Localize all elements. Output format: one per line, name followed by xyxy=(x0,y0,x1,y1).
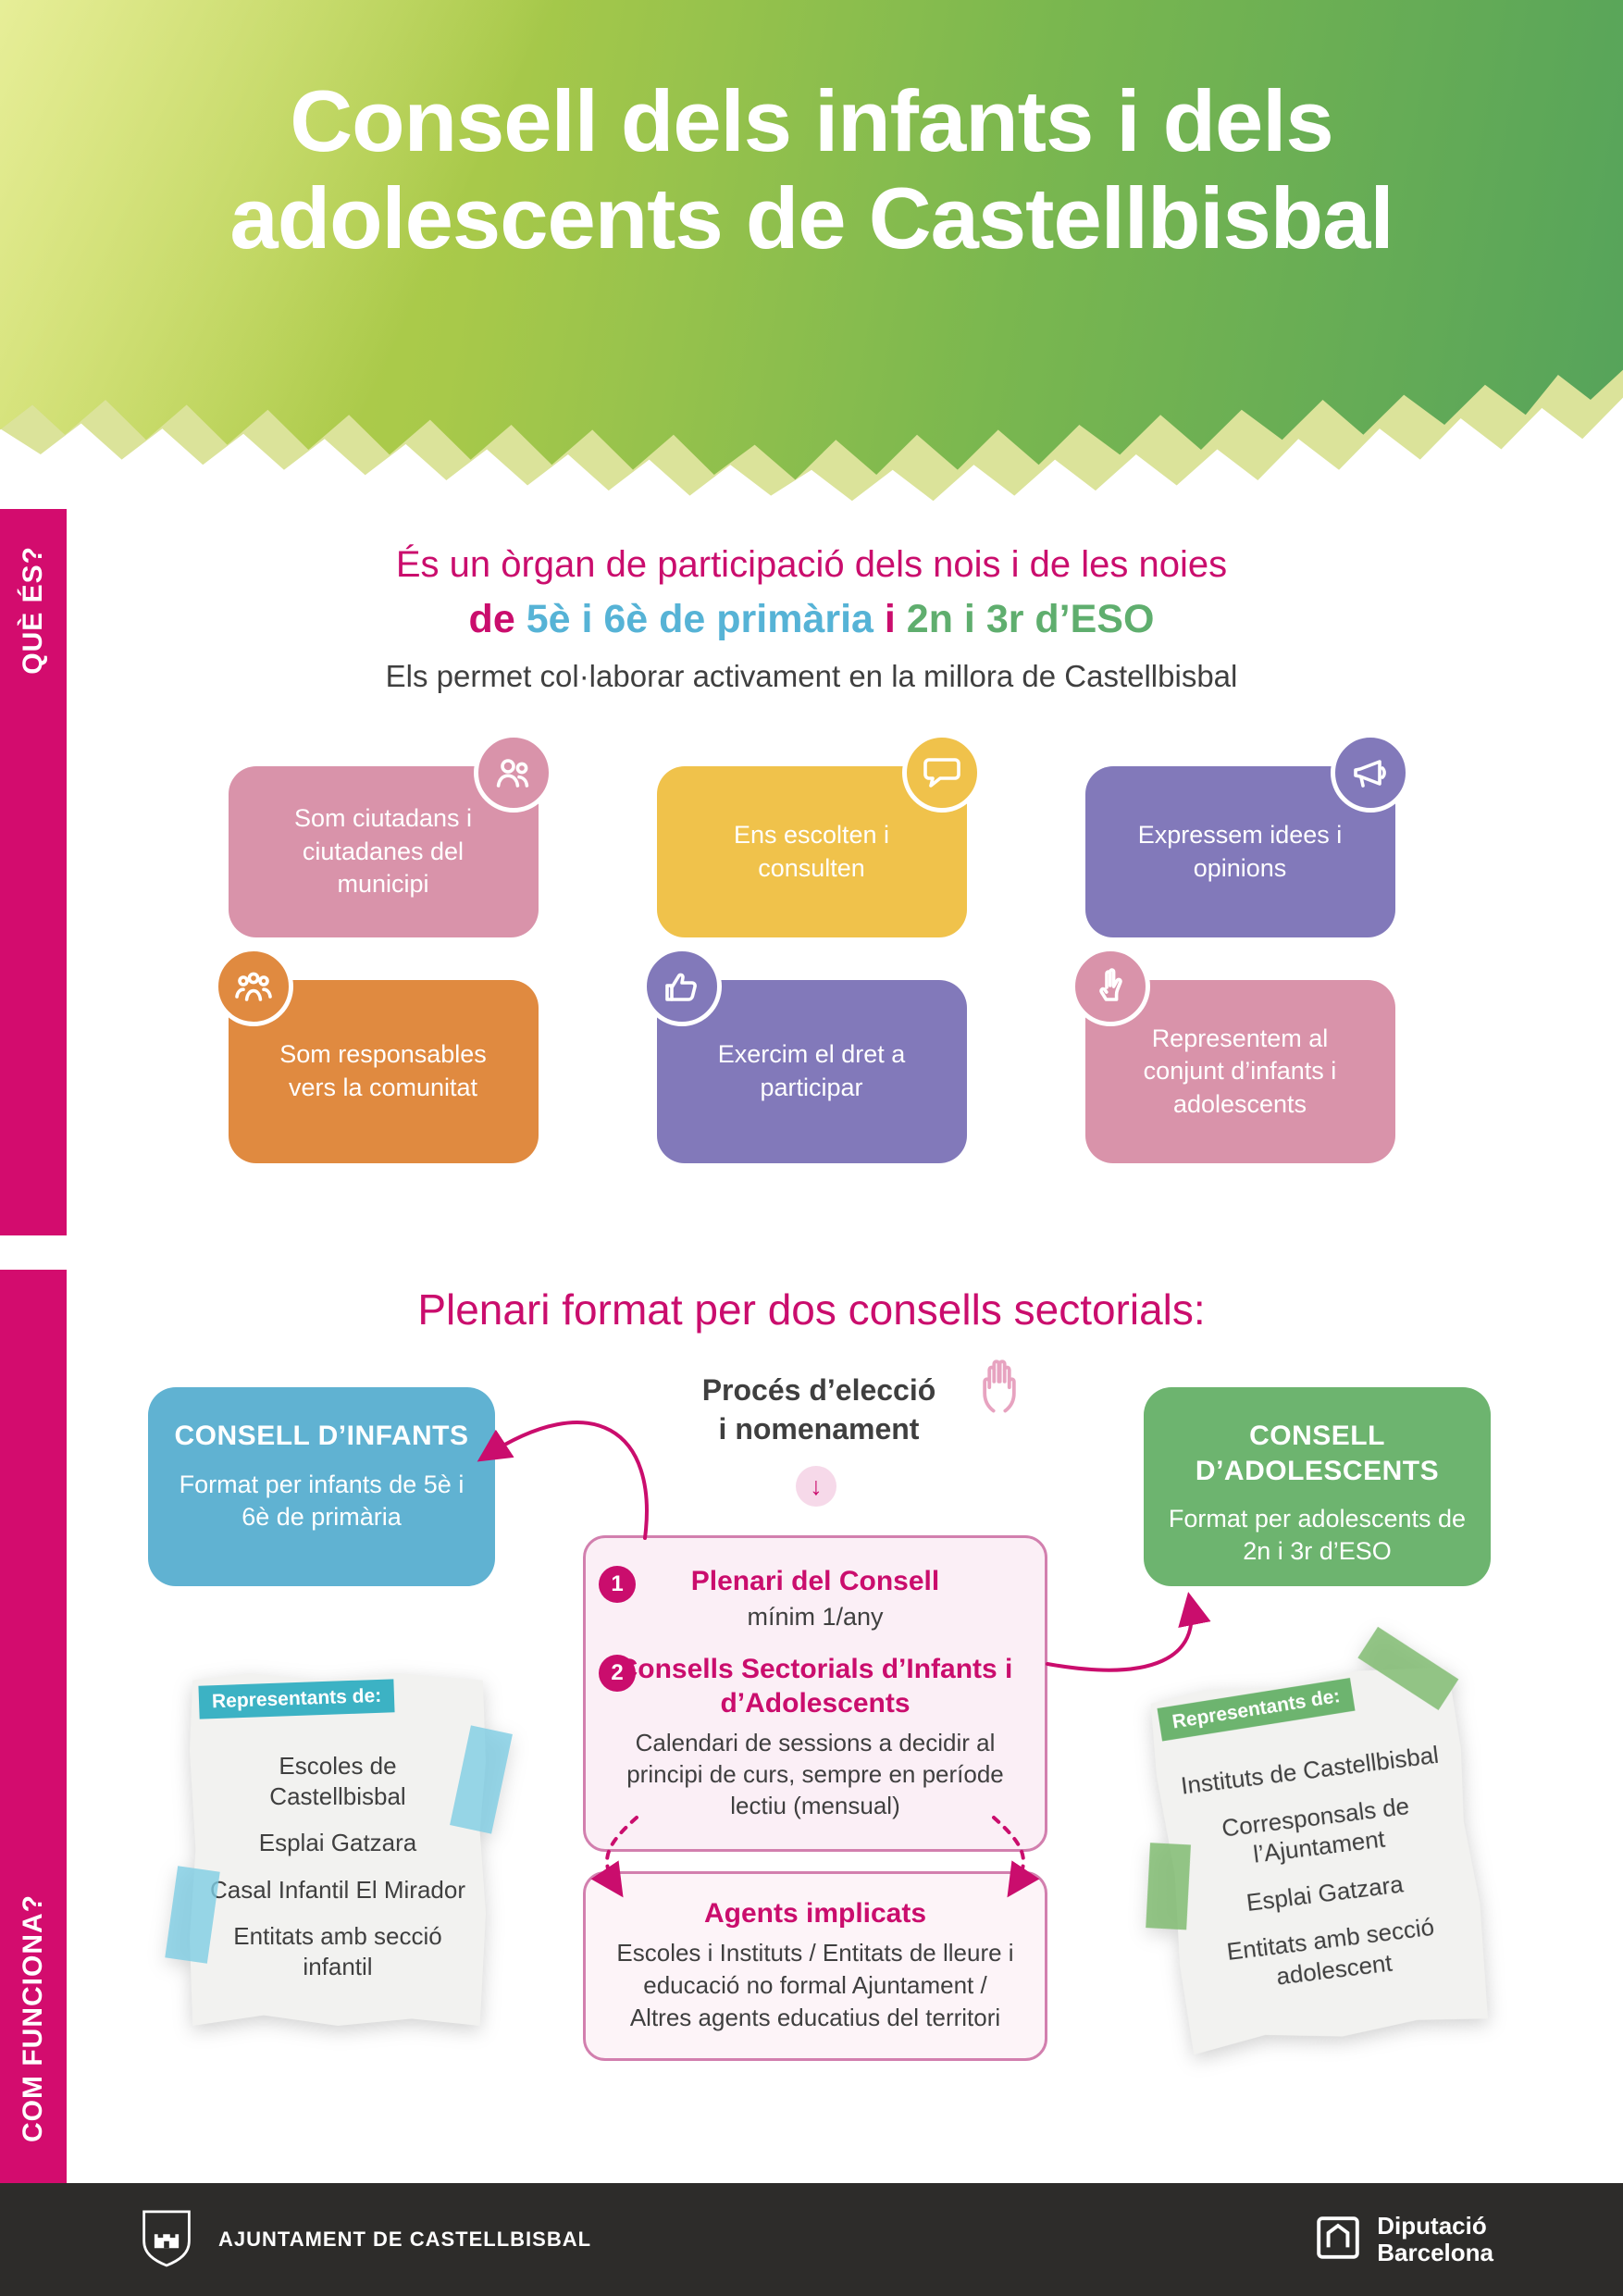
note-left-items: Escoles de Castellbisbal Esplai Gatzara … xyxy=(208,1751,467,1981)
sidebar-label-com-funciona: COM FUNCIONA? xyxy=(18,1894,48,2142)
process-box: 1 2 Plenari del Consell mínim 1/any Cons… xyxy=(583,1535,1047,1853)
castle-shield-icon xyxy=(139,2206,194,2274)
raised-hands-icon xyxy=(964,1349,1035,1424)
citizens-icon xyxy=(473,733,553,813)
process-step-2-body: Calendari de sessions a decidir al princ… xyxy=(626,1728,1004,1820)
proces-heading-line1: Procés d’elecció xyxy=(701,1373,936,1407)
benefit-cards: Som ciutadans i ciutadanes del municipi … xyxy=(0,733,1623,1163)
note-right-items: Instituts de Castellbisbal Corresponsals… xyxy=(1175,1739,1469,2000)
list-item: Corresponsals de l’Ajuntament xyxy=(1220,1791,1411,1868)
sidebar-section-com-funciona: COM FUNCIONA? xyxy=(0,1270,67,2183)
note-representants-infants: Representants de: Escoles de Castellbisb… xyxy=(165,1673,513,2026)
consell-infants-body: Format per infants de 5è i 6è de primàri… xyxy=(179,1470,465,1531)
thumbs-up-icon xyxy=(641,947,722,1026)
arrow-to-consell-adolescents xyxy=(1046,1592,1211,1672)
agents-box: Agents implicats Escoles i Instituts / E… xyxy=(583,1871,1047,2062)
step-2-badge: 2 xyxy=(599,1655,636,1692)
speech-bubble-icon xyxy=(901,733,982,813)
note-representants-adolescents: Representants de: Instituts de Castellbi… xyxy=(1146,1626,1493,2054)
page-title-line1: Consell dels infants i dels xyxy=(290,72,1333,169)
intro-line2-primaria: 5è i 6è de primària xyxy=(526,597,873,641)
process-step-2: Consells Sectorials d’Infants i d’Adoles… xyxy=(613,1652,1017,1822)
card-text: Som responsables vers la comunitat xyxy=(279,1040,487,1101)
list-item: Esplai Gatzara xyxy=(258,1829,417,1856)
intro-line2-de: de xyxy=(468,597,527,641)
list-item: Casal Infantil El Mirador xyxy=(210,1875,465,1904)
card-som-responsables: Som responsables vers la comunitat xyxy=(213,947,539,1163)
card-text: Som ciutadans i ciutadanes del municipi xyxy=(293,804,473,899)
process-step-2-title: Consells Sectorials d’Infants i d’Adoles… xyxy=(617,1653,1013,1719)
intro-line3: Els permet col·laborar activament en la … xyxy=(385,659,1238,693)
card-som-ciutadans: Som ciutadans i ciutadanes del municipi xyxy=(228,733,553,937)
consell-adolescents-title: CONSELL D’ADOLESCENTS xyxy=(1195,1421,1440,1486)
card-text: Exercim el dret a participar xyxy=(717,1040,906,1101)
arrow-to-consell-infants xyxy=(477,1421,649,1540)
list-item: Entitats amb secció adolescent xyxy=(1225,1912,1436,1991)
section2-title: Plenari format per dos consells sectoria… xyxy=(417,1285,1206,1334)
card-ens-escolten: Ens escolten i consulten xyxy=(656,733,982,937)
card-representem: Representem al conjunt d’infants i adole… xyxy=(1070,947,1395,1163)
diputacio-icon xyxy=(1314,2214,1362,2266)
proces-heading: Procés d’elecció i nomenament xyxy=(680,1371,958,1448)
victory-hand-icon xyxy=(1070,947,1150,1026)
note-right-label: Representants de: xyxy=(1158,1678,1356,1742)
down-arrow-icon: ↓ xyxy=(796,1466,836,1507)
footer: AJUNTAMENT DE CASTELLBISBAL Diputació Ba… xyxy=(0,2183,1623,2296)
consell-adolescents-box: CONSELL D’ADOLESCENTS Format per adolesc… xyxy=(1144,1387,1491,1586)
sidebar-section-que-es: QUÈ ÉS? xyxy=(0,509,67,1235)
agents-body: Escoles i Instituts / Entitats de lleure… xyxy=(616,1939,1014,2032)
process-step-1-subtitle: mínim 1/any xyxy=(747,1602,884,1631)
card-text: Ens escolten i consulten xyxy=(733,820,890,882)
card-exercim-dret: Exercim el dret a participar xyxy=(641,947,967,1163)
proces-heading-line2: i nomenament xyxy=(718,1411,920,1446)
card-text: Expressem idees i opinions xyxy=(1137,820,1343,882)
intro-line1: És un òrgan de participació dels nois i … xyxy=(395,544,1228,585)
cards-row-2: Som responsables vers la comunitat Exerc… xyxy=(213,947,1395,1163)
ajuntament-label: AJUNTAMENT DE CASTELLBISBAL xyxy=(218,2228,592,2251)
diputacio-line1: Diputació xyxy=(1377,2211,1487,2240)
page-title-line2: adolescents de Castellbisbal xyxy=(229,169,1394,267)
intro-line2-i: i xyxy=(873,597,907,641)
torn-paper: Representants de: Escoles de Castellbisb… xyxy=(190,1673,486,2026)
list-item: Escoles de Castellbisbal xyxy=(269,1752,406,1810)
agents-title: Agents implicats xyxy=(703,1898,927,1929)
card-text: Representem al conjunt d’infants i adole… xyxy=(1143,1024,1337,1118)
consell-adolescents-body: Format per adolescents de 2n i 3r d’ESO xyxy=(1168,1505,1467,1566)
intro-line2-eso: 2n i 3r d’ESO xyxy=(906,597,1155,641)
step-1-badge: 1 xyxy=(599,1566,636,1603)
cards-row-1: Som ciutadans i ciutadanes del municipi … xyxy=(228,733,1410,937)
consell-infants-box: CONSELL D’INFANTS Format per infants de … xyxy=(148,1387,495,1586)
diputacio-label: Diputació Barcelona xyxy=(1377,2211,1493,2266)
community-icon xyxy=(213,947,293,1026)
ideas-icon xyxy=(1330,733,1410,813)
ajuntament-logo-block: AJUNTAMENT DE CASTELLBISBAL xyxy=(139,2206,591,2274)
page-title: Consell dels infants i dels adolescents … xyxy=(0,72,1623,267)
diputacio-line2: Barcelona xyxy=(1377,2239,1493,2266)
intro-line2: de 5è i 6è de primària i 2n i 3r d’ESO xyxy=(0,597,1623,642)
note-left-label: Representants de: xyxy=(198,1679,395,1719)
card-expressem-idees: Expressem idees i opinions xyxy=(1084,733,1410,937)
list-item: Entitats amb secció infantil xyxy=(233,1922,442,1980)
torn-paper: Representants de: Instituts de Castellbi… xyxy=(1146,1659,1493,2054)
process-step-1-title: Plenari del Consell xyxy=(690,1566,940,1596)
process-step-1: Plenari del Consell mínim 1/any xyxy=(613,1564,1017,1632)
diputacio-logo-block: Diputació Barcelona xyxy=(1314,2211,1493,2266)
intro-block: És un òrgan de participació dels nois i … xyxy=(0,544,1623,694)
consell-infants-title: CONSELL D’INFANTS xyxy=(174,1421,469,1451)
tape xyxy=(1146,1843,1191,1930)
header: Consell dels infants i dels adolescents … xyxy=(0,0,1623,480)
